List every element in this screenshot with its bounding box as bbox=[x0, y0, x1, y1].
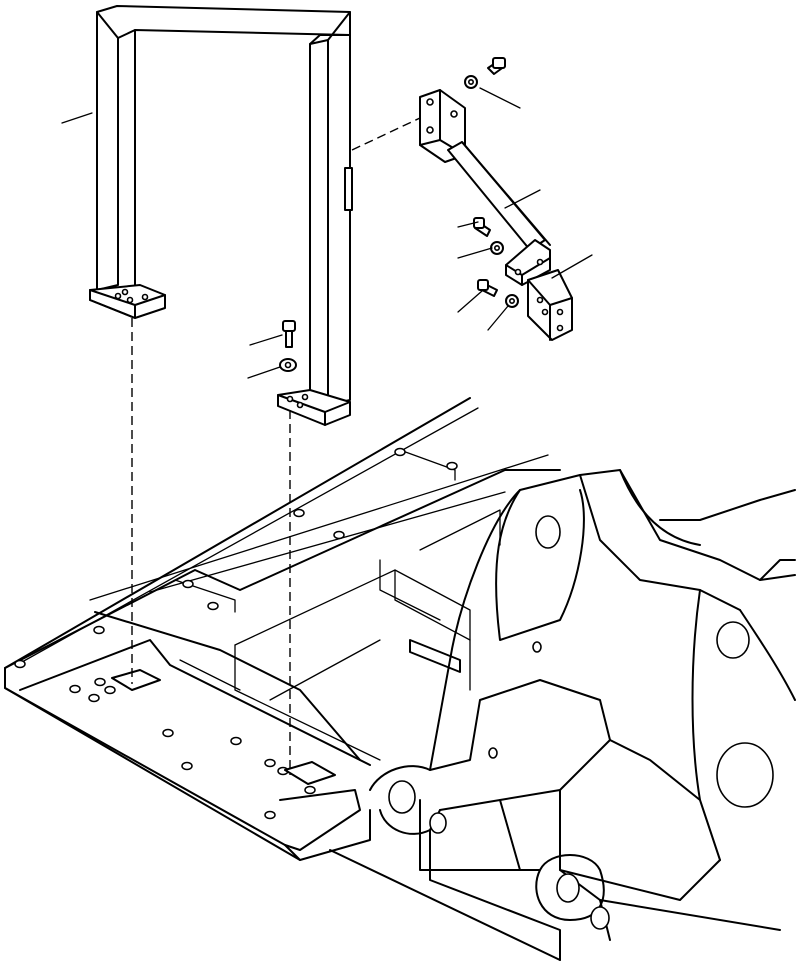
callout-leaders bbox=[61, 87, 593, 379]
boom-mount bbox=[329, 469, 796, 961]
guard-frame bbox=[89, 5, 353, 426]
assembly-lines bbox=[131, 117, 421, 775]
deck-mount-pads bbox=[111, 669, 336, 785]
hardware bbox=[279, 57, 519, 372]
support-brace bbox=[419, 89, 551, 286]
main-frame bbox=[4, 397, 561, 861]
deck-bolts bbox=[14, 447, 458, 820]
small-bracket bbox=[527, 269, 573, 341]
